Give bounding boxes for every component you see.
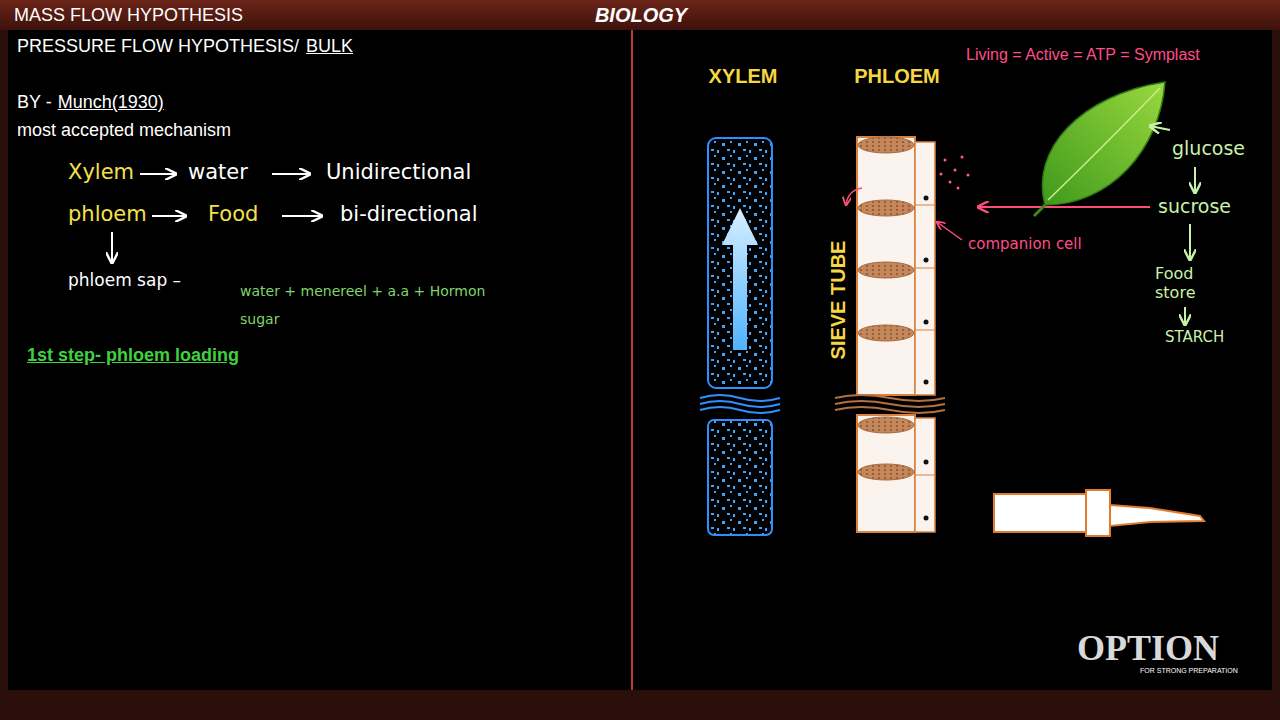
syringe-illustration — [994, 490, 1204, 536]
board — [8, 30, 1272, 690]
part-label: SIEVE TUBE — [827, 241, 850, 360]
part-label: companion cell — [968, 236, 1082, 253]
brand-tagline: FOR STRONG PREPARATION — [1140, 667, 1238, 675]
tissue-heading: XYLEM — [709, 65, 778, 88]
note-text: Living = Active = ATP = Symplast — [966, 46, 1200, 64]
note-text: most accepted mechanism — [17, 120, 231, 141]
author-text: BY - — [17, 92, 52, 113]
phloem-sieve-tube — [835, 137, 945, 532]
brand-logo: OPTION — [1077, 628, 1219, 669]
direction-word: Unidirectional — [326, 160, 471, 184]
heading-text: PRESSURE FLOW HYPOTHESIS/ — [17, 36, 299, 57]
sap-term: phloem sap – — [68, 271, 181, 291]
subject-heading: BIOLOGY — [595, 4, 687, 27]
tissue-heading: PHLOEM — [854, 65, 940, 88]
divider — [631, 30, 633, 690]
tissue-word: phloem — [68, 202, 147, 226]
slide-title: MASS FLOW HYPOTHESIS — [14, 5, 243, 26]
direction-word: bi-directional — [340, 202, 477, 226]
header-bar — [0, 0, 1280, 30]
content-word: Food — [208, 202, 258, 226]
xylem-vessel — [700, 138, 780, 535]
leaf-illustration — [1034, 82, 1165, 216]
sap-contents: sugar — [240, 311, 279, 327]
heading-text: BULK — [306, 36, 353, 57]
step-heading: 1st step- phloem loading — [27, 345, 239, 366]
sap-contents: water + menereel + a.a + Hormon — [240, 283, 485, 299]
content-word: water — [188, 160, 248, 184]
pathway-word: STARCH — [1165, 329, 1224, 346]
pathway-word: sucrose — [1158, 196, 1231, 218]
tissue-word: Xylem — [68, 160, 134, 184]
pathway-word: glucose — [1172, 138, 1245, 160]
pathway-word: Food store — [1155, 264, 1215, 302]
author-name: Munch(1930) — [58, 92, 164, 113]
